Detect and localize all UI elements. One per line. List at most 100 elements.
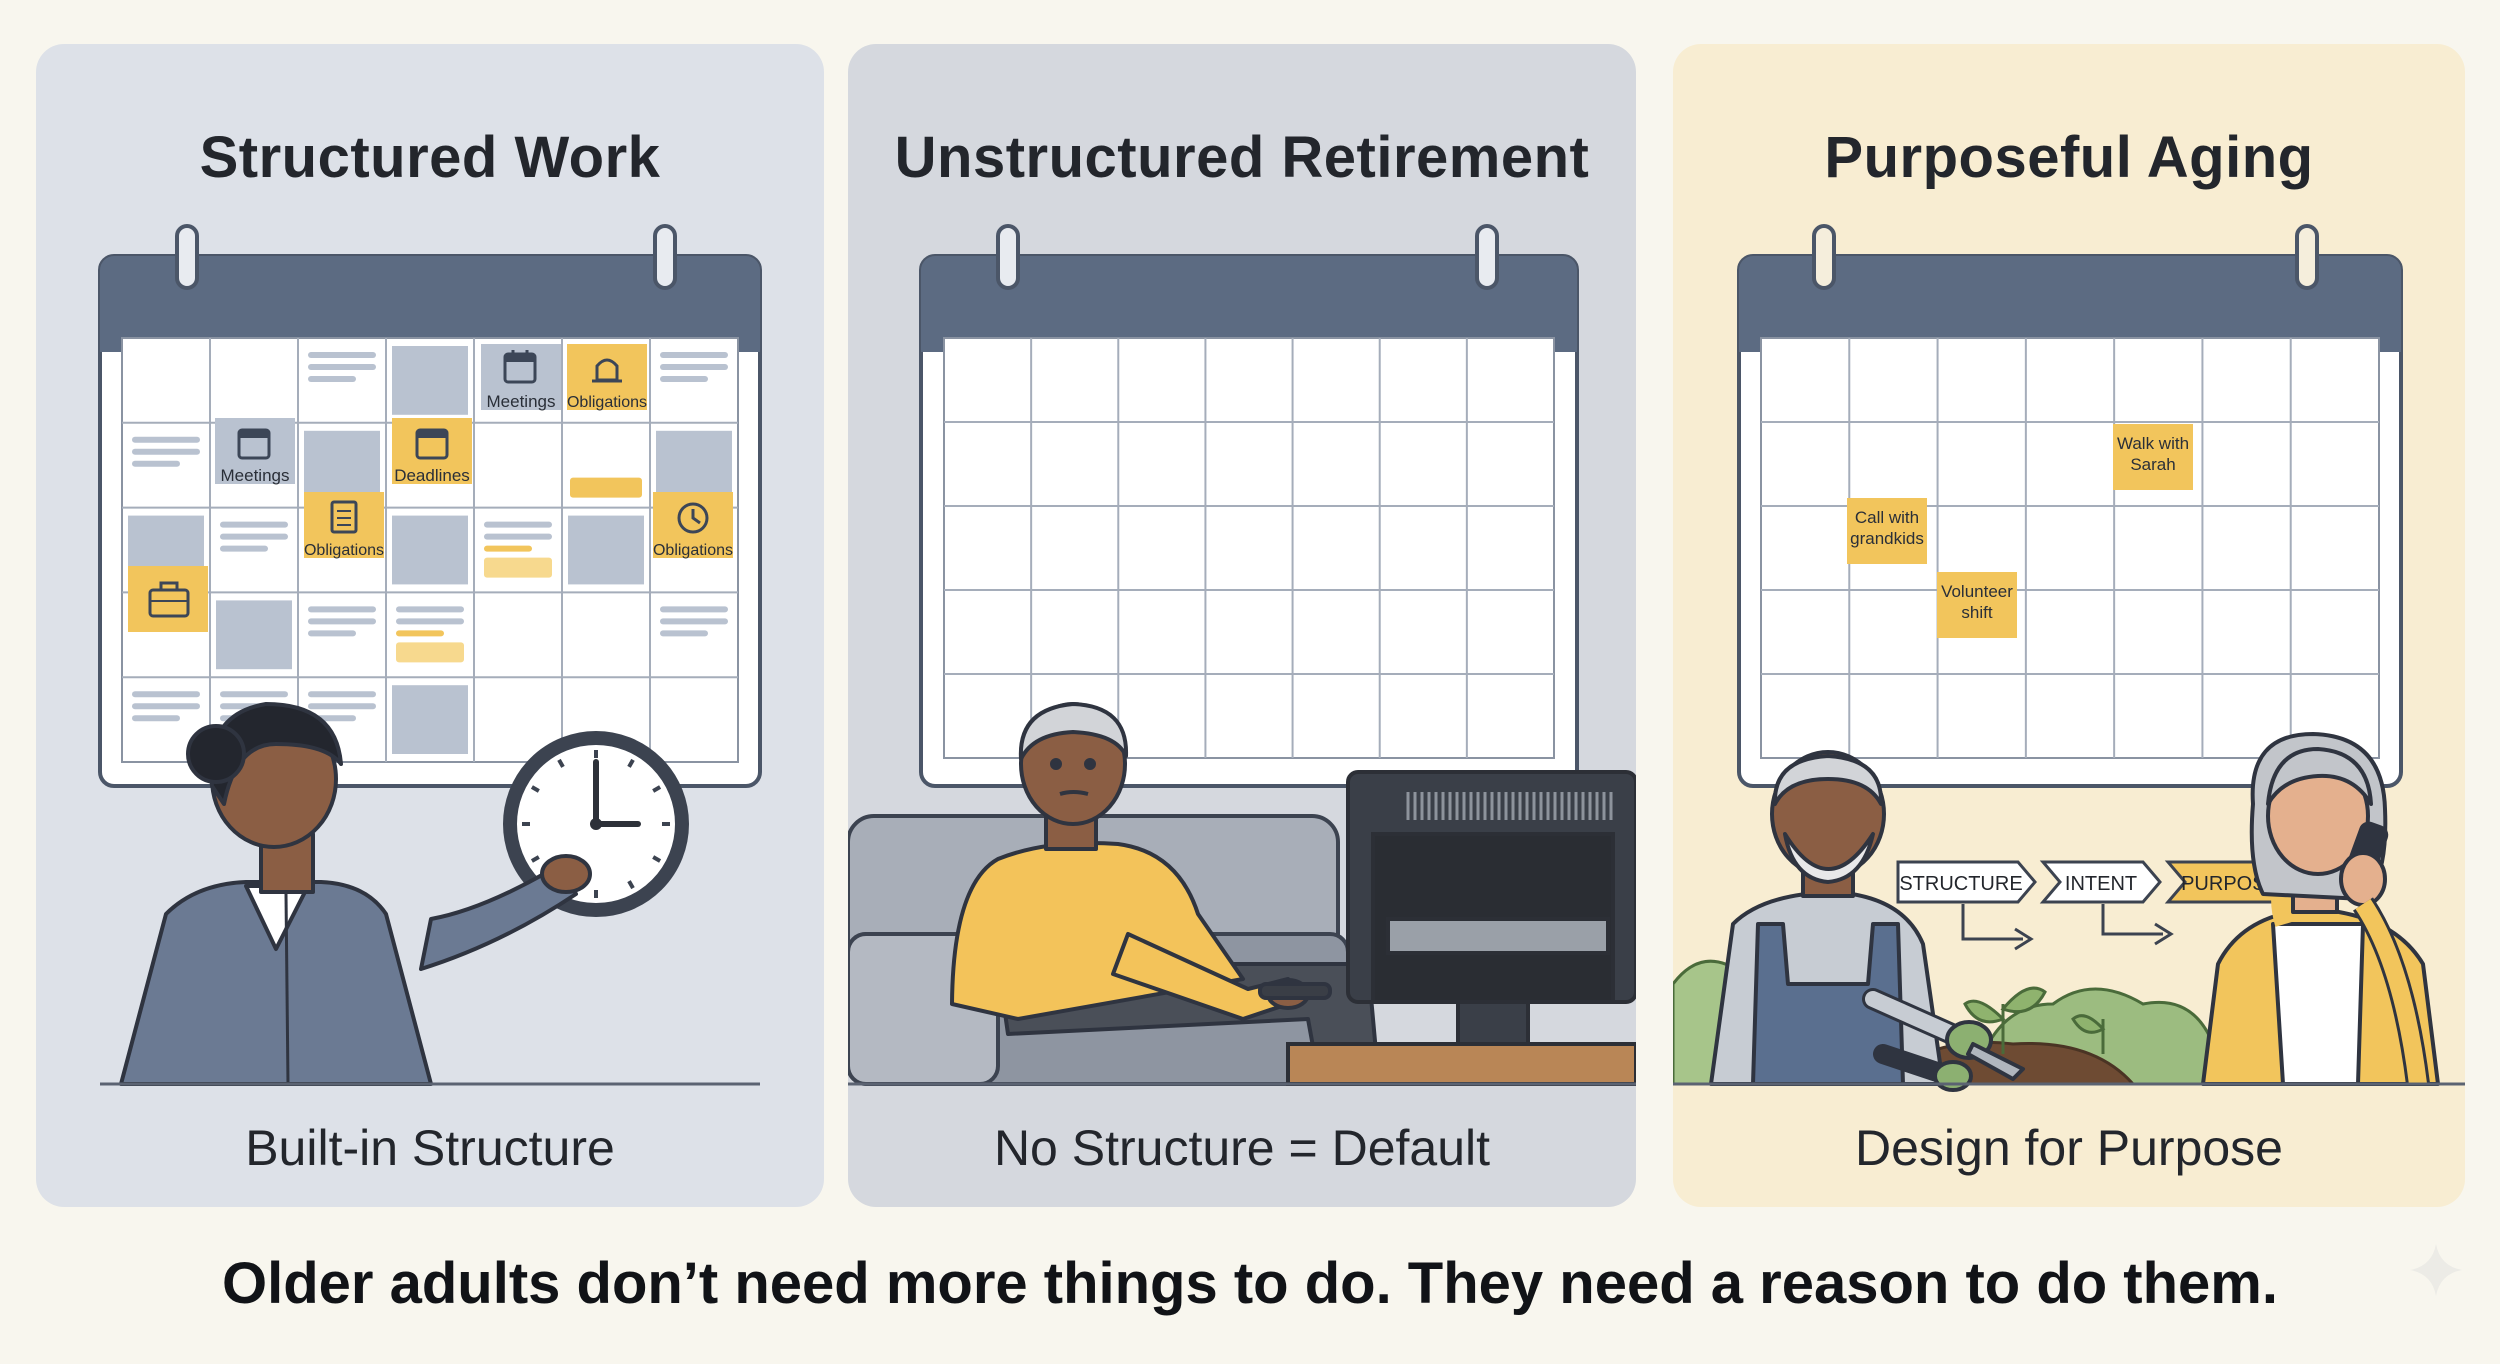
calendar-tag-obligations-mid: Obligations — [304, 492, 384, 559]
busy-line — [308, 606, 376, 613]
busy-line — [396, 618, 464, 625]
calendar-tag-obligations-top: Obligations — [567, 344, 647, 411]
panel-purposeful-aging: Purposeful Aging Walk with Sarah Call wi… — [1673, 44, 2465, 1207]
busy-line — [660, 364, 728, 370]
structure-intent-purpose-flow: STRUCTURE INTENT PURPOSE — [1896, 860, 2292, 951]
busy-line — [484, 521, 552, 528]
busy-line — [660, 352, 728, 358]
purposeful-calendar — [1737, 224, 2403, 788]
seedling-plant — [1963, 986, 2106, 1054]
busy-cell — [392, 685, 468, 754]
busy-line — [132, 691, 200, 698]
busy-line — [308, 618, 376, 625]
tag-label: Obligations — [653, 542, 733, 559]
busy-line — [660, 606, 728, 613]
footer-message: Older adults don’t need more things to d… — [222, 1251, 2278, 1316]
flow-label: STRUCTURE — [1899, 873, 2022, 895]
clock-tick — [652, 855, 662, 863]
panel-caption: Design for Purpose — [1854, 1120, 2283, 1176]
elderly-gardener-man — [1709, 750, 2025, 1092]
busy-line — [132, 703, 200, 710]
event-label-line2: grandkids — [1850, 529, 1924, 548]
busy-cell — [568, 515, 644, 585]
calendar-tag-meetings-left: Meetings — [215, 418, 295, 485]
busy-cell — [570, 477, 642, 498]
panel-structured-work: Structured Work Meetings — [36, 44, 824, 1207]
unstructured-retirement-illustration — [848, 224, 1636, 1086]
working-woman — [119, 702, 592, 1086]
panel-title: Purposeful Aging — [1824, 125, 2314, 190]
sparkle-icon — [2410, 1244, 2462, 1296]
busy-line — [220, 545, 268, 552]
clock-tick — [530, 855, 540, 863]
calendar-tag-meetings-top: Meetings — [481, 344, 561, 411]
event-label-line1: Call with — [1855, 508, 1919, 527]
busy-cell — [656, 430, 732, 500]
busy-cell — [216, 600, 292, 670]
busy-line — [660, 630, 708, 637]
clock-tick — [627, 880, 635, 890]
purposeful-aging-illustration: Walk with Sarah Call with grandkids Volu… — [1673, 224, 2465, 1092]
busy-line — [308, 630, 356, 637]
busy-line — [220, 691, 288, 698]
flow-label: INTENT — [2065, 873, 2137, 895]
panel-title: Structured Work — [199, 125, 661, 190]
calendar-icon — [237, 428, 271, 460]
event-label-line1: Walk with — [2117, 434, 2189, 453]
tag-label: Meetings — [221, 466, 290, 485]
busy-line — [308, 703, 376, 710]
busy-line — [308, 352, 376, 358]
busy-line — [220, 533, 288, 540]
busy-line — [132, 436, 200, 443]
calendar-icon — [415, 428, 449, 460]
busy-line — [132, 460, 180, 467]
clock-tick — [652, 785, 662, 793]
busy-line — [660, 618, 728, 625]
busy-line — [308, 691, 376, 698]
busy-line — [308, 376, 356, 382]
busy-line — [484, 533, 552, 540]
bell-icon — [592, 358, 622, 383]
busy-line — [132, 448, 200, 455]
document-icon — [330, 500, 358, 534]
event-label-line2: shift — [1961, 603, 1992, 622]
event-call-with-grandkids: Call with grandkids — [1847, 498, 1927, 564]
busy-cell — [396, 642, 464, 663]
tag-label: Deadlines — [394, 466, 470, 485]
flow-label: PURPOSE — [2181, 873, 2279, 895]
tag-label: Obligations — [304, 542, 384, 559]
panel-title: Unstructured Retirement — [894, 125, 1590, 190]
calendar-tag-obligations-right: Obligations — [653, 492, 733, 559]
calendar-tag-deadlines: Deadlines — [392, 418, 472, 485]
flow-step-structure: STRUCTURE — [1896, 860, 2037, 904]
event-walk-with-sarah: Walk with Sarah — [2113, 424, 2193, 490]
structured-work-illustration: Meetings Obligations Meetings Deadl — [98, 224, 762, 1086]
calendar-icon — [503, 350, 537, 384]
busy-line — [396, 606, 464, 613]
clock-tick — [530, 785, 540, 793]
busy-line — [484, 545, 532, 552]
event-label-line2: Sarah — [2130, 455, 2175, 474]
busy-line — [308, 364, 376, 370]
tag-label: Meetings — [487, 392, 556, 411]
busy-cell — [392, 515, 468, 585]
clock-tick — [627, 758, 635, 768]
flow-step-intent: INTENT — [2039, 860, 2162, 904]
elderly-woman-on-phone — [2201, 732, 2440, 1086]
clock-tick — [557, 758, 565, 768]
panel-caption: No Structure = Default — [993, 1120, 1491, 1176]
briefcase-icon — [148, 581, 190, 618]
panel-caption: Built-in Structure — [245, 1120, 615, 1176]
empty-calendar — [919, 224, 1579, 788]
busy-line — [396, 630, 444, 637]
old-tv — [1286, 770, 1636, 1086]
busy-line — [660, 376, 708, 382]
event-label-line1: Volunteer — [1941, 582, 2013, 601]
busy-cell — [304, 430, 380, 500]
tag-label: Obligations — [567, 394, 647, 411]
clock-icon — [677, 502, 709, 534]
calendar-tag-briefcase — [128, 566, 208, 632]
panel-unstructured-retirement: Unstructured Retirement — [848, 44, 1636, 1207]
event-volunteer-shift: Volunteer shift — [1937, 572, 2017, 638]
busy-line — [132, 715, 180, 722]
